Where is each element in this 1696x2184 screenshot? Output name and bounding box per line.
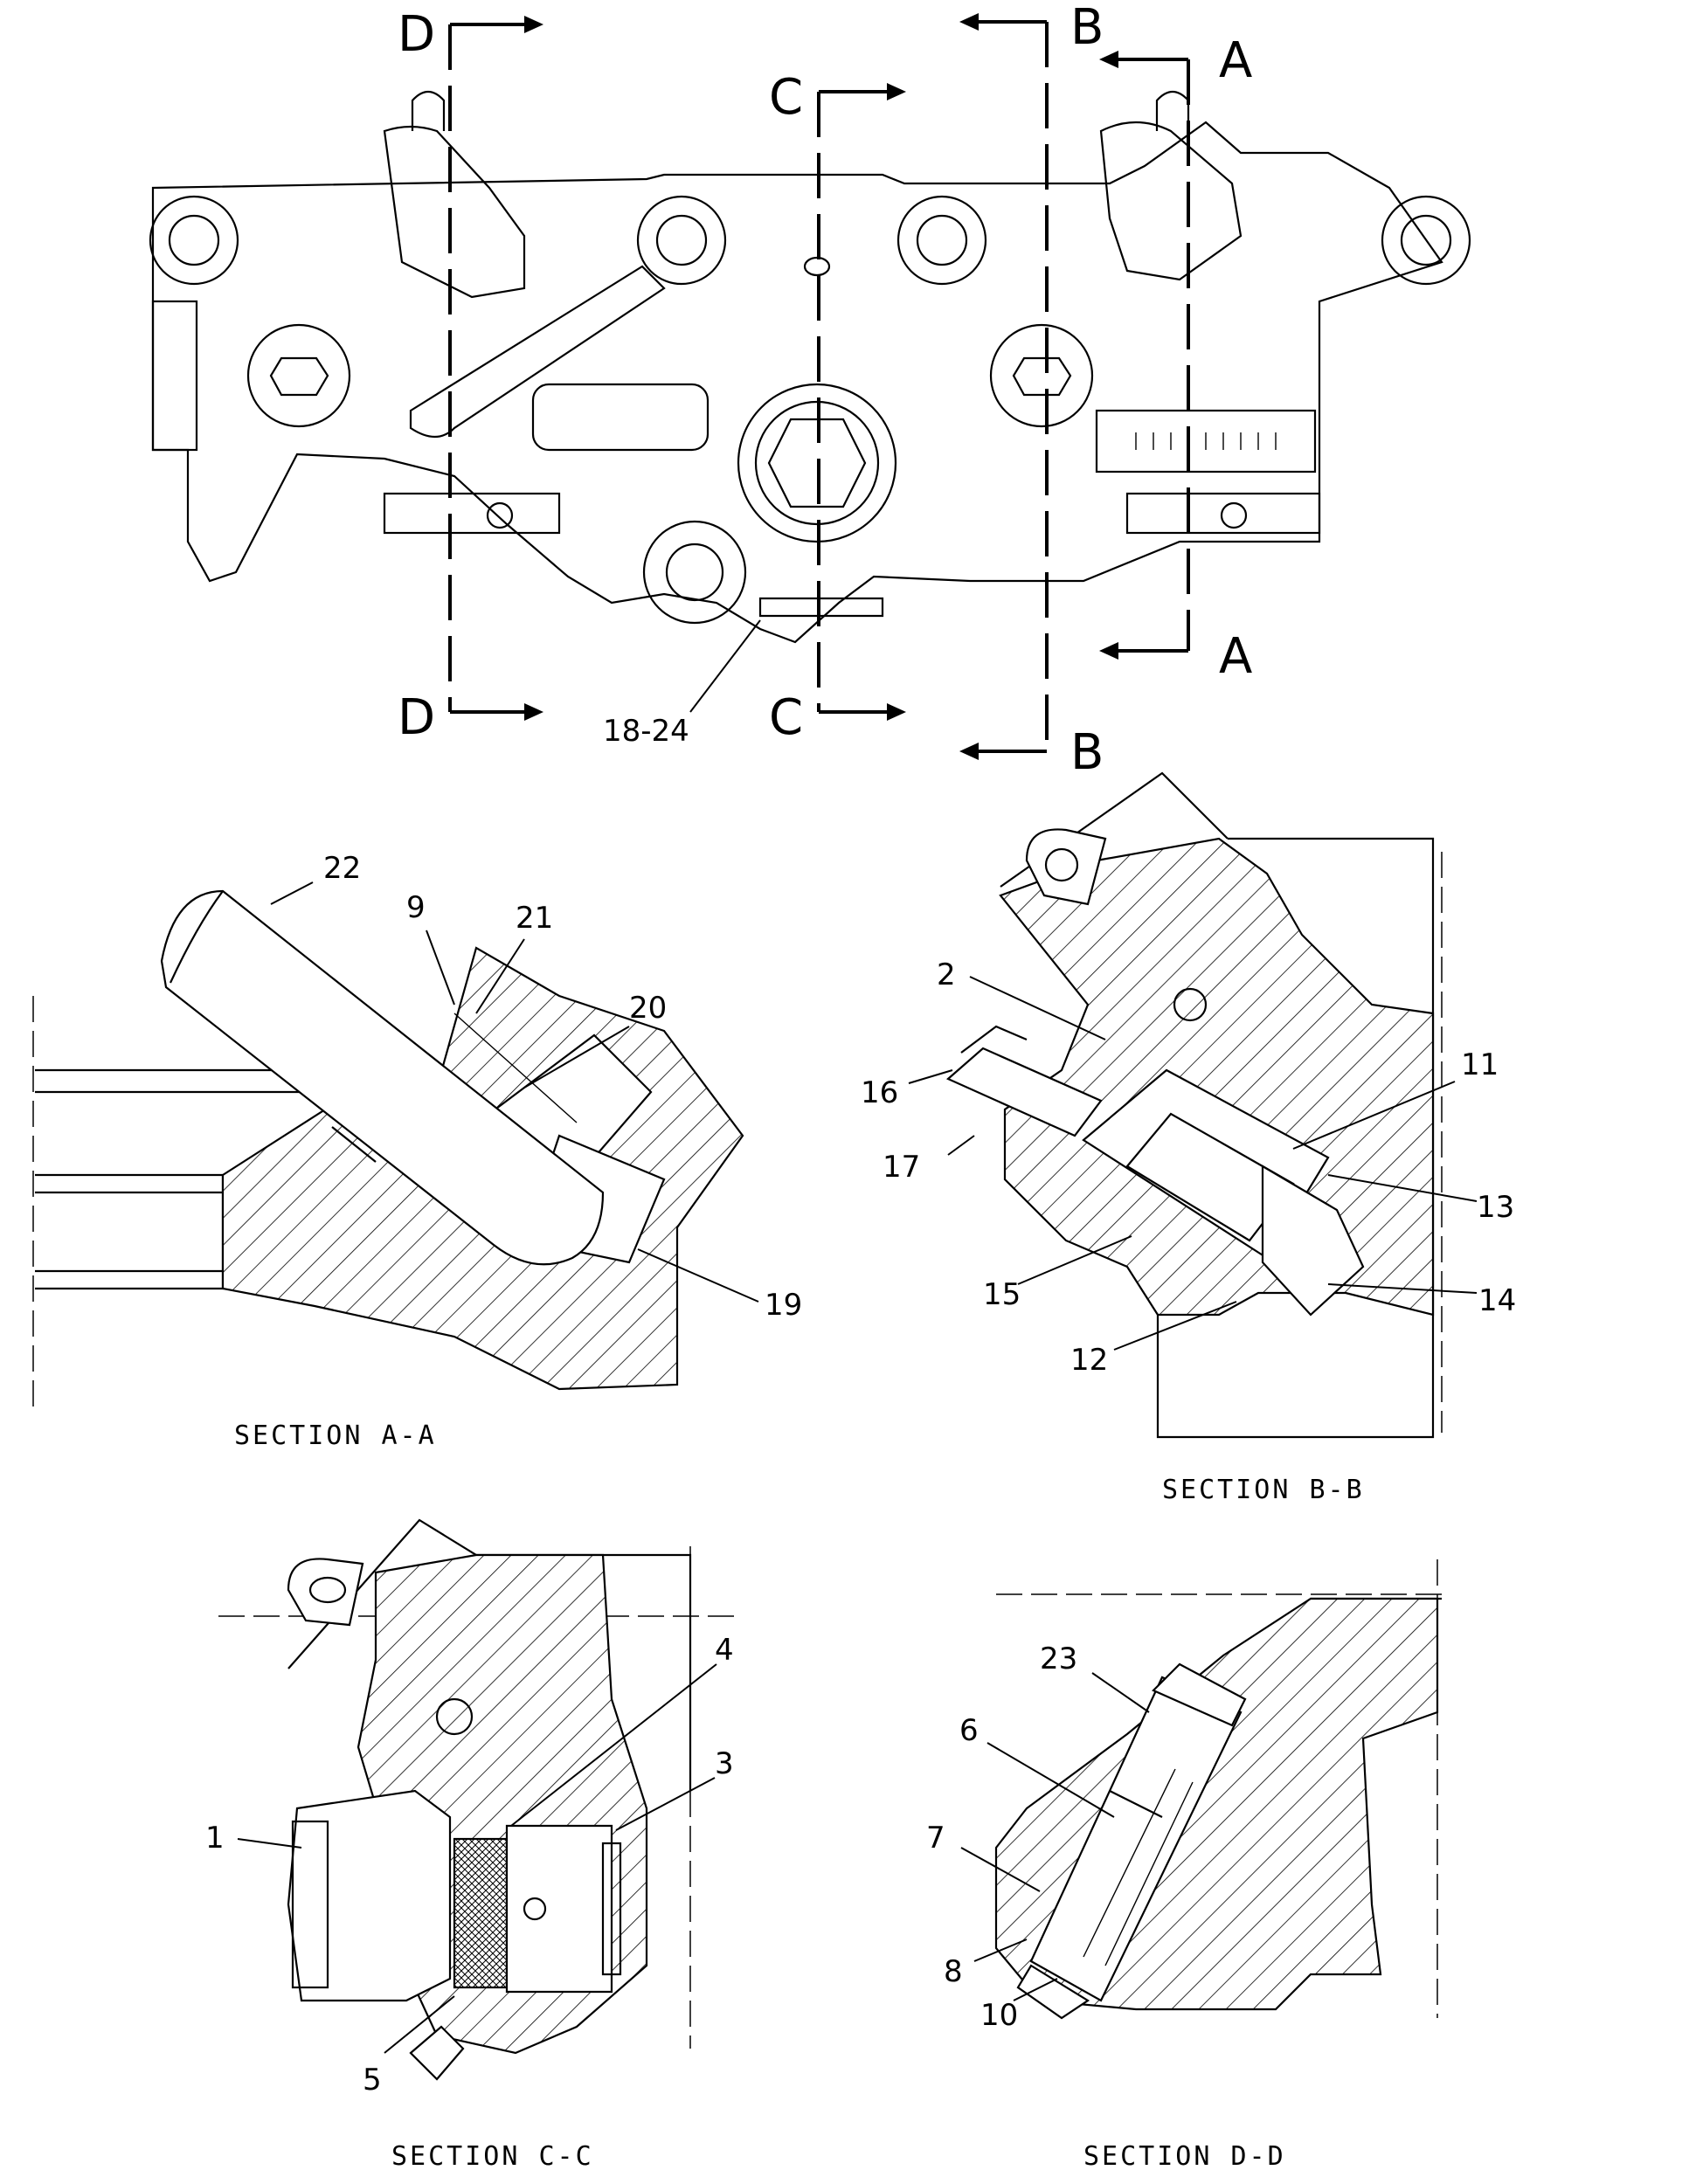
section-d-view — [994, 1559, 1442, 2020]
retainer-d — [1016, 1964, 1090, 2020]
slot-window — [531, 383, 710, 452]
callout-7: 7 — [926, 1821, 945, 1856]
connector-b — [945, 1047, 1103, 1137]
spool-c — [505, 1824, 613, 1994]
pin-left — [411, 90, 446, 131]
top-view — [149, 90, 1471, 644]
callout-12: 12 — [1070, 1343, 1108, 1378]
mount-hole-4 — [1381, 195, 1471, 286]
callout-17: 17 — [883, 1150, 920, 1185]
eye-boss-c — [287, 1558, 364, 1627]
section-b-view — [945, 771, 1443, 1439]
eye-boss-b — [1025, 828, 1107, 906]
mount-hole-3 — [896, 195, 987, 286]
callout-10: 10 — [980, 1998, 1018, 2033]
rail-left — [383, 492, 561, 535]
left-boss — [151, 300, 198, 452]
marker-b-bottom: B — [1070, 724, 1104, 781]
caption-section-a: SECTION A-A — [234, 1420, 437, 1451]
upper-left-boss — [383, 125, 526, 299]
hex-bolt-left — [269, 356, 329, 397]
section-c-view — [218, 1518, 734, 2081]
callout-5: 5 — [363, 2063, 382, 2098]
fitting-c — [409, 2025, 465, 2081]
marker-b-top: B — [1070, 0, 1104, 56]
housing-outline — [151, 121, 1443, 644]
callout-16: 16 — [861, 1075, 898, 1110]
rod-22 — [160, 889, 605, 1266]
callout-21: 21 — [516, 901, 553, 936]
callout-3: 3 — [715, 1746, 734, 1781]
scale-plate — [1095, 409, 1317, 473]
diagonal-arm — [409, 265, 666, 439]
marker-a-top: A — [1219, 32, 1252, 89]
callout-8: 8 — [944, 1954, 963, 1989]
marker-d-top: D — [398, 6, 435, 63]
callout-4: 4 — [715, 1633, 734, 1668]
filter-screen — [453, 1837, 509, 1989]
callout-9: 9 — [406, 890, 426, 925]
caption-section-b: SECTION B-B — [1162, 1475, 1365, 1505]
callout-18-24: 18-24 — [603, 714, 689, 749]
callout-20: 20 — [629, 991, 667, 1026]
caption-section-c: SECTION C-C — [391, 2141, 594, 2172]
callout-1: 1 — [205, 1821, 225, 1856]
marker-a-bottom: A — [1219, 628, 1252, 685]
callout-13: 13 — [1477, 1190, 1514, 1225]
callout-23: 23 — [1040, 1641, 1077, 1676]
housing-section-b — [999, 837, 1435, 1317]
section-a-view — [32, 889, 744, 1406]
mount-hole-5 — [642, 520, 747, 625]
callout-22: 22 — [323, 851, 361, 886]
mount-hole-1 — [149, 195, 239, 286]
valve-d — [1029, 1676, 1243, 2002]
callout-19: 19 — [765, 1288, 802, 1323]
caption-section-d: SECTION D-D — [1083, 2141, 1286, 2172]
callout-6: 6 — [959, 1713, 979, 1748]
solenoid-hex — [767, 418, 867, 508]
marker-c-top: C — [769, 69, 803, 126]
callout-15: 15 — [983, 1277, 1021, 1312]
section-cut-lines — [448, 13, 1190, 760]
mount-hole-2 — [636, 195, 727, 286]
hex-bolt-right — [1012, 356, 1072, 397]
callout-2: 2 — [937, 957, 956, 992]
clip — [758, 597, 884, 618]
pin-right — [1155, 90, 1190, 131]
marker-c-bottom: C — [769, 689, 803, 746]
rail-right — [1125, 492, 1321, 535]
marker-d-bottom: D — [398, 689, 435, 746]
callout-14: 14 — [1478, 1283, 1516, 1318]
callout-11: 11 — [1461, 1047, 1499, 1082]
solenoid-c — [287, 1789, 452, 2002]
